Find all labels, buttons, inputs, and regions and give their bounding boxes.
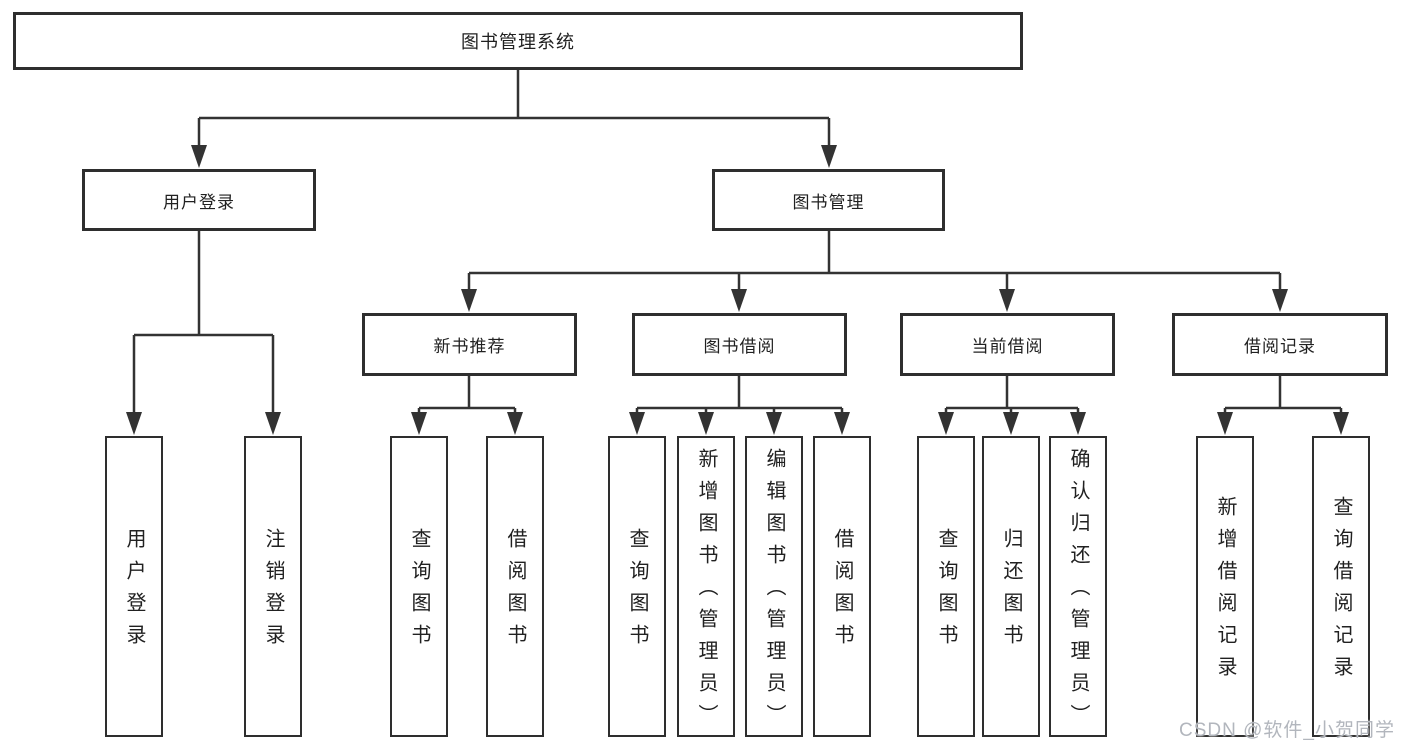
node-borrowing-records: 借阅记录 bbox=[1172, 313, 1388, 376]
arrowhead bbox=[766, 412, 782, 435]
arrowhead bbox=[629, 412, 645, 435]
arrowhead bbox=[411, 412, 427, 435]
watermark: CSDN @软件_小贺同学 bbox=[1179, 720, 1395, 741]
arrowhead bbox=[821, 145, 837, 168]
connector-book-management-branch bbox=[467, 231, 1282, 308]
node-new-book-recommendation: 新书推荐 bbox=[362, 313, 577, 376]
leaf-add-borrow-record: 新增借阅记录 bbox=[1196, 436, 1254, 737]
node-book-borrowing: 图书借阅 bbox=[632, 313, 847, 376]
arrowhead bbox=[1217, 412, 1233, 435]
leaf-query-books-current: 查询图书 bbox=[917, 436, 975, 737]
connector-user-login-branch bbox=[132, 231, 275, 431]
arrowhead bbox=[731, 289, 747, 312]
node-user-login: 用户登录 bbox=[82, 169, 316, 231]
arrowhead bbox=[834, 412, 850, 435]
arrowhead bbox=[938, 412, 954, 435]
connector-book-borrowing-branch bbox=[635, 376, 844, 431]
leaf-user-login: 用户登录 bbox=[105, 436, 163, 737]
arrowhead bbox=[1003, 412, 1019, 435]
node-book-management: 图书管理 bbox=[712, 169, 945, 231]
leaf-logout: 注销登录 bbox=[244, 436, 302, 737]
node-library-management-system: 图书管理系统 bbox=[13, 12, 1023, 70]
node-current-borrowing: 当前借阅 bbox=[900, 313, 1115, 376]
leaf-borrow-books-recommend: 借阅图书 bbox=[486, 436, 544, 737]
arrowhead bbox=[1070, 412, 1086, 435]
leaf-query-borrow-record: 查询借阅记录 bbox=[1312, 436, 1370, 737]
connector-borrowing-records-branch bbox=[1223, 376, 1343, 431]
arrowhead bbox=[999, 289, 1015, 312]
leaf-return-books: 归还图书 bbox=[982, 436, 1040, 737]
connector-new-book-branch bbox=[417, 376, 517, 431]
arrowhead bbox=[461, 289, 477, 312]
arrowhead bbox=[126, 412, 142, 435]
arrowhead bbox=[1272, 289, 1288, 312]
arrowhead bbox=[698, 412, 714, 435]
leaf-confirm-return-admin: 确认归还（管理员） bbox=[1049, 436, 1107, 737]
leaf-add-books-admin: 新增图书（管理员） bbox=[677, 436, 735, 737]
leaf-query-books-recommend: 查询图书 bbox=[390, 436, 448, 737]
arrowhead bbox=[507, 412, 523, 435]
arrowhead bbox=[191, 145, 207, 168]
leaf-borrow-books-borrowing: 借阅图书 bbox=[813, 436, 871, 737]
arrowhead bbox=[265, 412, 281, 435]
connector-root-to-level2 bbox=[197, 70, 831, 164]
leaf-query-books-borrowing: 查询图书 bbox=[608, 436, 666, 737]
arrowhead bbox=[1333, 412, 1349, 435]
leaf-edit-books-admin: 编辑图书（管理员） bbox=[745, 436, 803, 737]
